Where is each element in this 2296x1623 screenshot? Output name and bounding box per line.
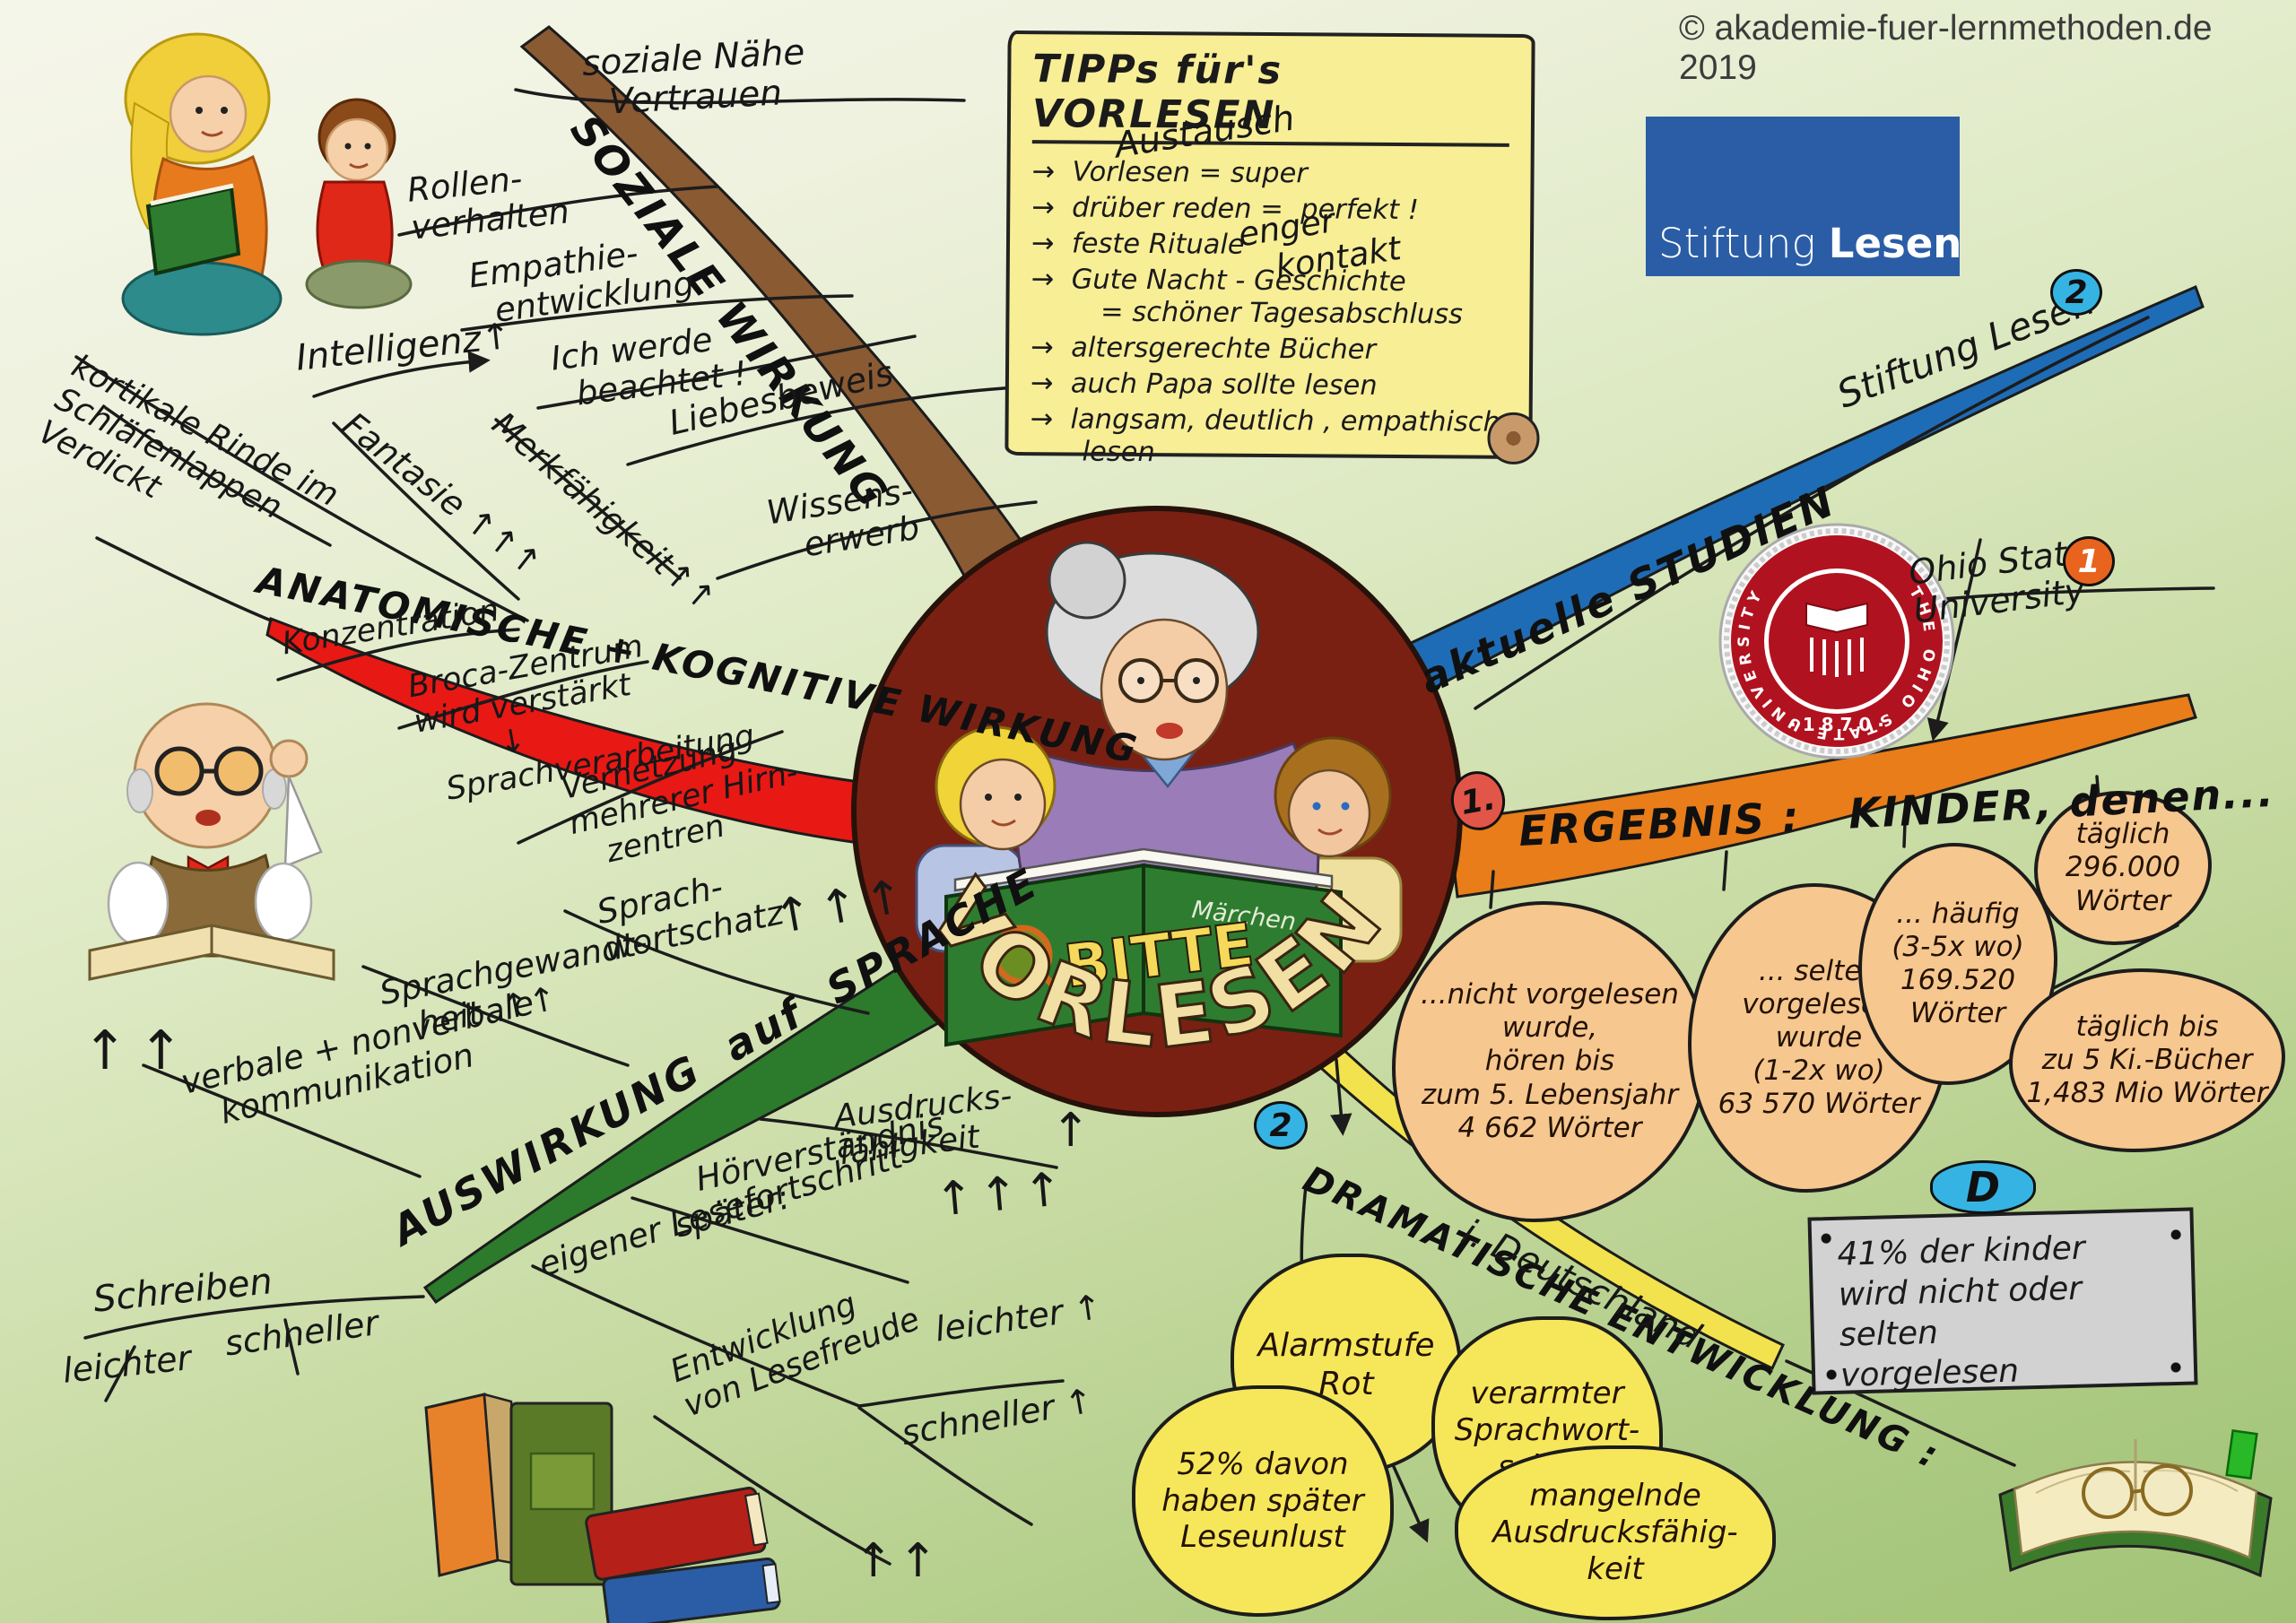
branch-studies: [1361, 284, 2205, 712]
scroll-curl: [1487, 412, 1540, 465]
cloud-taeglich-buecher: täglich bis zu 5 Ki.-Bücher 1,483 Mio Wö…: [2009, 968, 2285, 1152]
cloud-haeufig-vorgelesen: ... häufig (3-5x wo) 169.520 Wörter: [1858, 843, 2057, 1085]
cloud-52-prozent: 52% davon haben später Leseunlust: [1132, 1385, 1394, 1617]
copyright-text: © akademie-fuer-lernmethoden.de 2019: [1679, 9, 2213, 87]
badge-deutschland-d: D: [1930, 1160, 2036, 1214]
cloud-mangelnde: mangelnde Ausdrucksfähig- keit: [1455, 1445, 1776, 1620]
stiftung-lesen-logo: Stiftung Lesen: [1646, 117, 1962, 276]
seal-year: · 1 8 7 0 ·: [1789, 714, 1884, 735]
branch-shapes: [265, 25, 2205, 1371]
badge-studies-1: 1: [2063, 536, 2115, 586]
book-stack-illustration: [424, 1393, 781, 1623]
logo-word-lesen: Lesen: [1828, 220, 1962, 267]
professor-illustration: [88, 702, 335, 981]
cloud-taeglich-woerter: täglich 296.000 Wörter: [2034, 791, 2212, 945]
tip-item: → auch Papa sollte lesen: [1030, 368, 1378, 402]
open-book-illustration: [1998, 1429, 2273, 1578]
label-verbale-arrows: ↑↑: [83, 1020, 195, 1082]
center-medallion: Märchen BITTE VORLESEN: [851, 506, 1463, 1117]
tip-item: → altersgerechte Bücher: [1031, 332, 1377, 366]
label-lesefreude-arrows: ↑↑: [854, 1534, 944, 1588]
tip-item: → Vorlesen = super: [1031, 156, 1308, 190]
label-soziale-naehe: soziale Nähe Vertrauen: [580, 32, 806, 123]
osu-seal: THE OHIO STATE UNIVERSITY · 1 8 7 0 ·: [1718, 523, 1955, 759]
badge-studies-2: 2: [2050, 269, 2102, 316]
label-ausdruck-arrow: ↑: [1051, 1104, 1091, 1158]
badge-dramatic-2: 2: [1254, 1101, 1308, 1150]
mother-child-reading-illustration: [121, 32, 413, 336]
branch-language: [422, 955, 942, 1305]
branch-result: [1447, 693, 2197, 898]
plaque-41-prozent: 41% der kinder wird nicht oder selten vo…: [1807, 1207, 2198, 1395]
logo-word-stiftung: Stiftung: [1658, 220, 1816, 267]
tip-item: → langsam, deutlich , empathisch lesen: [1030, 404, 1501, 468]
